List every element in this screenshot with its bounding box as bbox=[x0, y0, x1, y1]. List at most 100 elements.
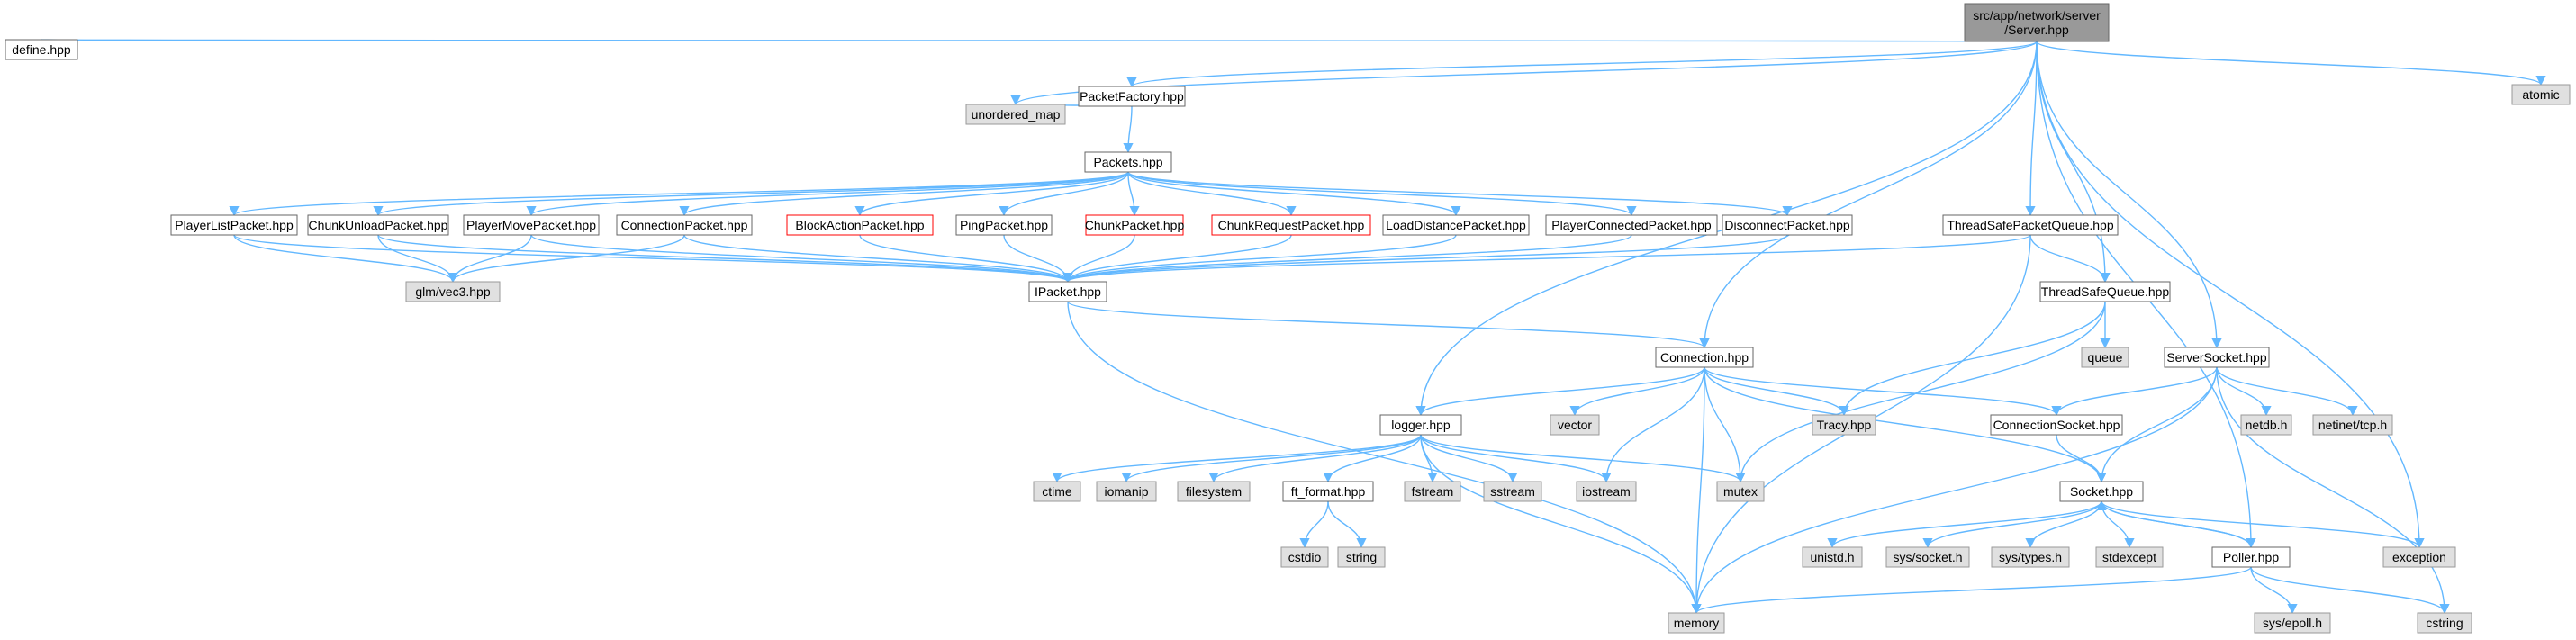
edge-socket-to-syssocket bbox=[1922, 500, 2102, 549]
node-cstdio[interactable]: cstdio bbox=[1280, 546, 1329, 568]
node-chunkpacket[interactable]: ChunkPacket.hpp bbox=[1085, 214, 1185, 236]
node-logger[interactable]: logger.hpp bbox=[1379, 414, 1462, 436]
node-box-unistd bbox=[1802, 546, 1863, 568]
node-label-string: string bbox=[1346, 550, 1377, 564]
node-string[interactable]: string bbox=[1337, 546, 1386, 568]
node-loaddistance[interactable]: LoadDistancePacket.hpp bbox=[1382, 214, 1530, 236]
node-syssocket[interactable]: sys/socket.h bbox=[1885, 546, 1970, 568]
node-label-atomic: atomic bbox=[2522, 87, 2559, 102]
node-playermove[interactable]: PlayerMovePacket.hpp bbox=[463, 214, 600, 236]
node-label-poller: Poller.hpp bbox=[2223, 550, 2279, 564]
node-box-poller bbox=[2211, 546, 2291, 568]
edge-packets-to-pingpacket bbox=[999, 171, 1129, 217]
node-label-chunkrequest: ChunkRequestPacket.hpp bbox=[1218, 218, 1365, 232]
node-poller[interactable]: Poller.hpp bbox=[2211, 546, 2291, 568]
edge-server-to-exception bbox=[2036, 41, 2425, 549]
node-mutex[interactable]: mutex bbox=[1716, 481, 1765, 502]
node-label-logger: logger.hpp bbox=[1391, 418, 1451, 432]
edge-packets-to-chunkrequest bbox=[1127, 171, 1297, 217]
edge-playerlist-to-glm bbox=[233, 234, 458, 284]
node-blockaction[interactable]: BlockActionPacket.hpp bbox=[786, 214, 934, 236]
node-box-sstream bbox=[1483, 481, 1542, 502]
node-box-memory bbox=[1668, 612, 1725, 634]
edge-connection-to-socket bbox=[1704, 366, 2107, 483]
node-exception[interactable]: exception bbox=[2382, 546, 2456, 568]
node-box-loaddistance bbox=[1382, 214, 1530, 236]
node-label-unordered_map: unordered_map bbox=[972, 107, 1061, 122]
node-define[interactable]: define.hpp bbox=[5, 39, 78, 60]
node-connsocket[interactable]: ConnectionSocket.hpp bbox=[1990, 414, 2123, 436]
edge-serversocket-to-tcp bbox=[2216, 366, 2358, 417]
node-box-connection bbox=[1655, 347, 1754, 368]
edge-server-to-packetfactory bbox=[1126, 41, 2038, 88]
edge-layer bbox=[40, 39, 2546, 615]
node-chunkrequest[interactable]: ChunkRequestPacket.hpp bbox=[1211, 214, 1371, 236]
node-playerlist[interactable]: PlayerListPacket.hpp bbox=[170, 214, 298, 236]
node-stdexcept[interactable]: stdexcept bbox=[2095, 546, 2164, 568]
node-label-disconnect: DisconnectPacket.hpp bbox=[1724, 218, 1850, 232]
node-netdb[interactable]: netdb.h bbox=[2240, 414, 2292, 436]
edge-connection-to-vector bbox=[1569, 366, 1705, 417]
node-label-packets: Packets.hpp bbox=[1093, 155, 1162, 169]
node-label-socket: Socket.hpp bbox=[2070, 484, 2133, 499]
node-fstream[interactable]: fstream bbox=[1404, 481, 1461, 502]
node-memory[interactable]: memory bbox=[1668, 612, 1725, 634]
node-server[interactable]: src/app/network/server/Server.hpp bbox=[1964, 3, 2110, 42]
node-box-string bbox=[1337, 546, 1386, 568]
edge-socket-to-unistd bbox=[1827, 500, 2102, 549]
node-sysepoll[interactable]: sys/epoll.h bbox=[2254, 612, 2331, 634]
node-ftformat[interactable]: ft_format.hpp bbox=[1282, 481, 1374, 502]
node-playerconnected[interactable]: PlayerConnectedPacket.hpp bbox=[1545, 214, 1718, 236]
node-serversocket[interactable]: ServerSocket.hpp bbox=[2164, 347, 2270, 368]
edge-connection-to-iostream bbox=[1601, 366, 1705, 483]
node-socket[interactable]: Socket.hpp bbox=[2059, 481, 2144, 502]
node-tspq[interactable]: ThreadSafePacketQueue.hpp bbox=[1942, 214, 2119, 236]
edge-chunkrequest-to-ipacket bbox=[1062, 234, 1292, 284]
node-box-tspq bbox=[1942, 214, 2119, 236]
node-unordered_map[interactable]: unordered_map bbox=[965, 104, 1066, 125]
node-disconnect[interactable]: DisconnectPacket.hpp bbox=[1722, 214, 1853, 236]
node-filesystem[interactable]: filesystem bbox=[1177, 481, 1251, 502]
edge-server-to-unordered_map bbox=[1010, 41, 2038, 106]
node-iostream[interactable]: iostream bbox=[1576, 481, 1637, 502]
edge-logger-to-memory bbox=[1420, 434, 1702, 615]
node-box-playermove bbox=[463, 214, 600, 236]
node-chunkunload[interactable]: ChunkUnloadPacket.hpp bbox=[307, 214, 449, 236]
node-box-glm bbox=[405, 281, 501, 302]
node-vector[interactable]: vector bbox=[1550, 414, 1600, 436]
edge-server-to-tsq bbox=[2036, 41, 2111, 284]
node-connectionpacket[interactable]: ConnectionPacket.hpp bbox=[616, 214, 753, 236]
edge-logger-to-sstream bbox=[1420, 434, 1518, 483]
node-tsq[interactable]: ThreadSafeQueue.hpp bbox=[2039, 281, 2171, 302]
edge-server-to-serversocket bbox=[2036, 41, 2222, 349]
node-atomic[interactable]: atomic bbox=[2511, 84, 2571, 105]
node-unistd[interactable]: unistd.h bbox=[1802, 546, 1863, 568]
node-ctime[interactable]: ctime bbox=[1033, 481, 1081, 502]
node-tcp[interactable]: netinet/tcp.h bbox=[2312, 414, 2393, 436]
node-packetfactory[interactable]: PacketFactory.hpp bbox=[1078, 86, 1186, 107]
edge-poller-to-cstring bbox=[2250, 566, 2450, 615]
node-label-connectionpacket: ConnectionPacket.hpp bbox=[621, 218, 748, 232]
node-glm[interactable]: glm/vec3.hpp bbox=[405, 281, 501, 302]
node-ipacket[interactable]: IPacket.hpp bbox=[1028, 281, 1107, 302]
node-connection[interactable]: Connection.hpp bbox=[1655, 347, 1754, 368]
node-label-systypes: sys/types.h bbox=[1999, 550, 2062, 564]
node-box-cstdio bbox=[1280, 546, 1329, 568]
node-label-syssocket: sys/socket.h bbox=[1893, 550, 1962, 564]
node-label-server: src/app/network/server bbox=[1973, 8, 2101, 23]
node-box-queue bbox=[2081, 347, 2129, 368]
node-cstring[interactable]: cstring bbox=[2417, 612, 2472, 634]
node-iomanip[interactable]: iomanip bbox=[1096, 481, 1157, 502]
edge-logger-to-ctime bbox=[1052, 434, 1422, 483]
node-label-blockaction: BlockActionPacket.hpp bbox=[795, 218, 924, 232]
node-sstream[interactable]: sstream bbox=[1483, 481, 1542, 502]
node-systypes[interactable]: sys/types.h bbox=[1991, 546, 2070, 568]
node-queue[interactable]: queue bbox=[2081, 347, 2129, 368]
node-packets[interactable]: Packets.hpp bbox=[1084, 151, 1172, 173]
node-box-tcp bbox=[2312, 414, 2393, 436]
edge-socket-to-exception bbox=[2101, 500, 2425, 549]
node-label-iomanip: iomanip bbox=[1104, 484, 1148, 499]
node-label-memory: memory bbox=[1674, 616, 1720, 630]
node-pingpacket[interactable]: PingPacket.hpp bbox=[955, 214, 1053, 236]
node-tracy[interactable]: Tracy.hpp bbox=[1812, 414, 1876, 436]
